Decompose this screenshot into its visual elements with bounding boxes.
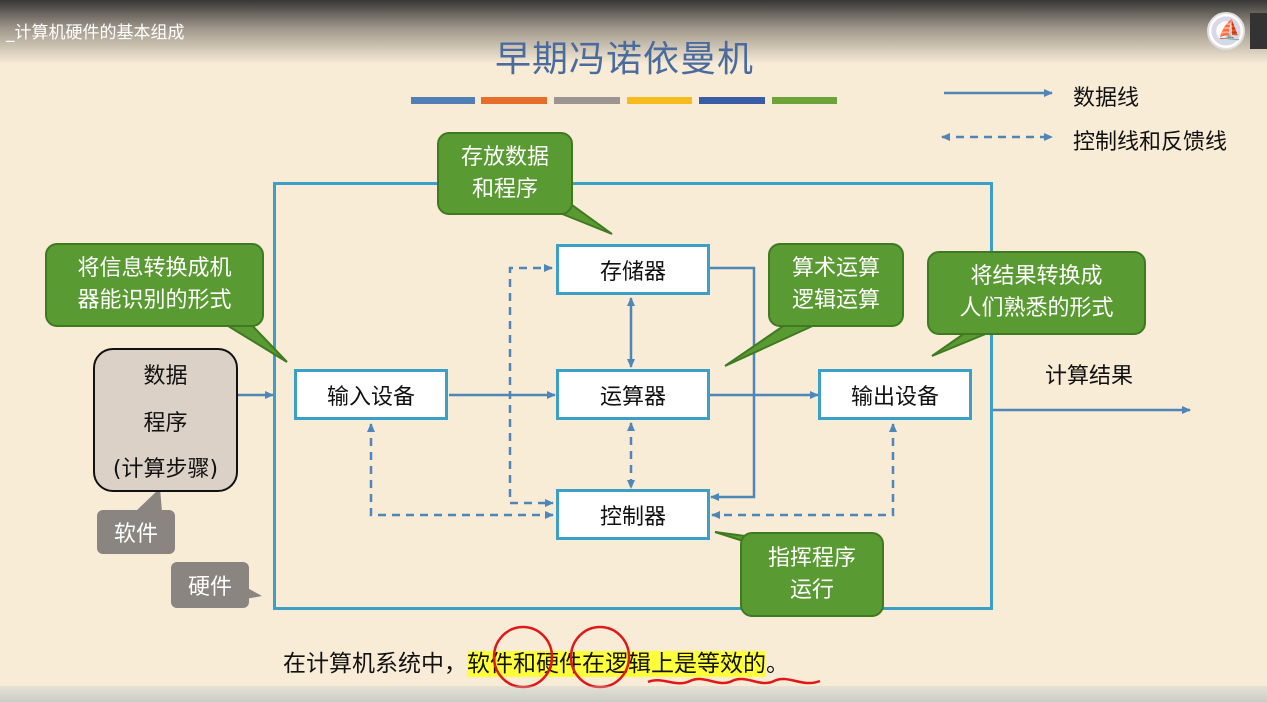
input-controller-dashed xyxy=(367,423,554,519)
video-title: _计算机硬件的基本组成 xyxy=(6,23,185,43)
output-controller-dashed xyxy=(711,423,897,519)
channel-logo[interactable]: ⛵ xyxy=(1207,12,1245,50)
controller-memory-dashed xyxy=(508,264,553,497)
caption-suffix: 在逻辑上是等效的 xyxy=(582,651,766,677)
controller-note: 指挥程序 运行 xyxy=(740,532,884,617)
input-data-box xyxy=(93,348,238,492)
swatch-navy xyxy=(699,97,765,104)
input-note: 将信息转换成机 器能识别的形式 xyxy=(45,243,264,327)
annotation-circle-software xyxy=(492,625,554,689)
window-control[interactable] xyxy=(1250,13,1267,49)
swatch-yellow xyxy=(627,97,692,104)
caption: 在计算机系统中，软件和硬件在逻辑上是等效的。 xyxy=(283,644,789,678)
input-device-box: 输入设备 xyxy=(294,369,448,420)
input-data-line3: (计算步骤) xyxy=(112,457,219,482)
caption-end: 。 xyxy=(766,651,789,677)
slide-title: 早期冯诺依曼机 xyxy=(495,39,755,80)
result-label: 计算结果 xyxy=(1045,364,1134,389)
controller-label: 控制器 xyxy=(599,504,666,530)
software-tail xyxy=(135,488,162,512)
output-note: 将结果转换成 人们熟悉的形式 xyxy=(927,251,1146,335)
alu-note: 算术运算 逻辑运算 xyxy=(768,243,904,327)
legend-data-line-label: 数据线 xyxy=(1073,86,1140,111)
input-device-label: 输入设备 xyxy=(326,384,415,410)
software-label: 软件 xyxy=(97,510,175,554)
caption-software: 软件 xyxy=(467,651,513,677)
memory-box: 存储器 xyxy=(556,244,710,295)
logo-icon: ⛵ xyxy=(1217,18,1242,42)
memory-note: 存放数据 和程序 xyxy=(437,132,573,215)
input-data-line1: 数据 xyxy=(143,364,188,389)
input-data-line2: 程序 xyxy=(143,411,188,436)
swatch-green xyxy=(772,97,837,104)
caption-and: 和 xyxy=(513,651,536,677)
swatch-grey xyxy=(554,97,620,104)
annotation-underline xyxy=(647,677,821,685)
alu-box: 运算器 xyxy=(556,369,710,420)
alu-label: 运算器 xyxy=(599,384,666,410)
output-device-box: 输出设备 xyxy=(818,369,972,420)
controller-box: 控制器 xyxy=(556,489,710,540)
bottom-decoration xyxy=(0,686,1267,702)
hardware-label: 硬件 xyxy=(171,562,249,608)
memory-label: 存储器 xyxy=(599,259,666,285)
hardware-frame xyxy=(273,182,993,610)
video-top-bar xyxy=(0,0,1267,64)
caption-prefix: 在计算机系统中， xyxy=(283,651,467,677)
output-device-label: 输出设备 xyxy=(850,384,939,410)
annotation-circle-hardware xyxy=(569,625,631,689)
swatch-blue xyxy=(411,97,475,104)
swatch-orange xyxy=(481,97,547,104)
legend-control-line-label: 控制线和反馈线 xyxy=(1073,130,1228,155)
